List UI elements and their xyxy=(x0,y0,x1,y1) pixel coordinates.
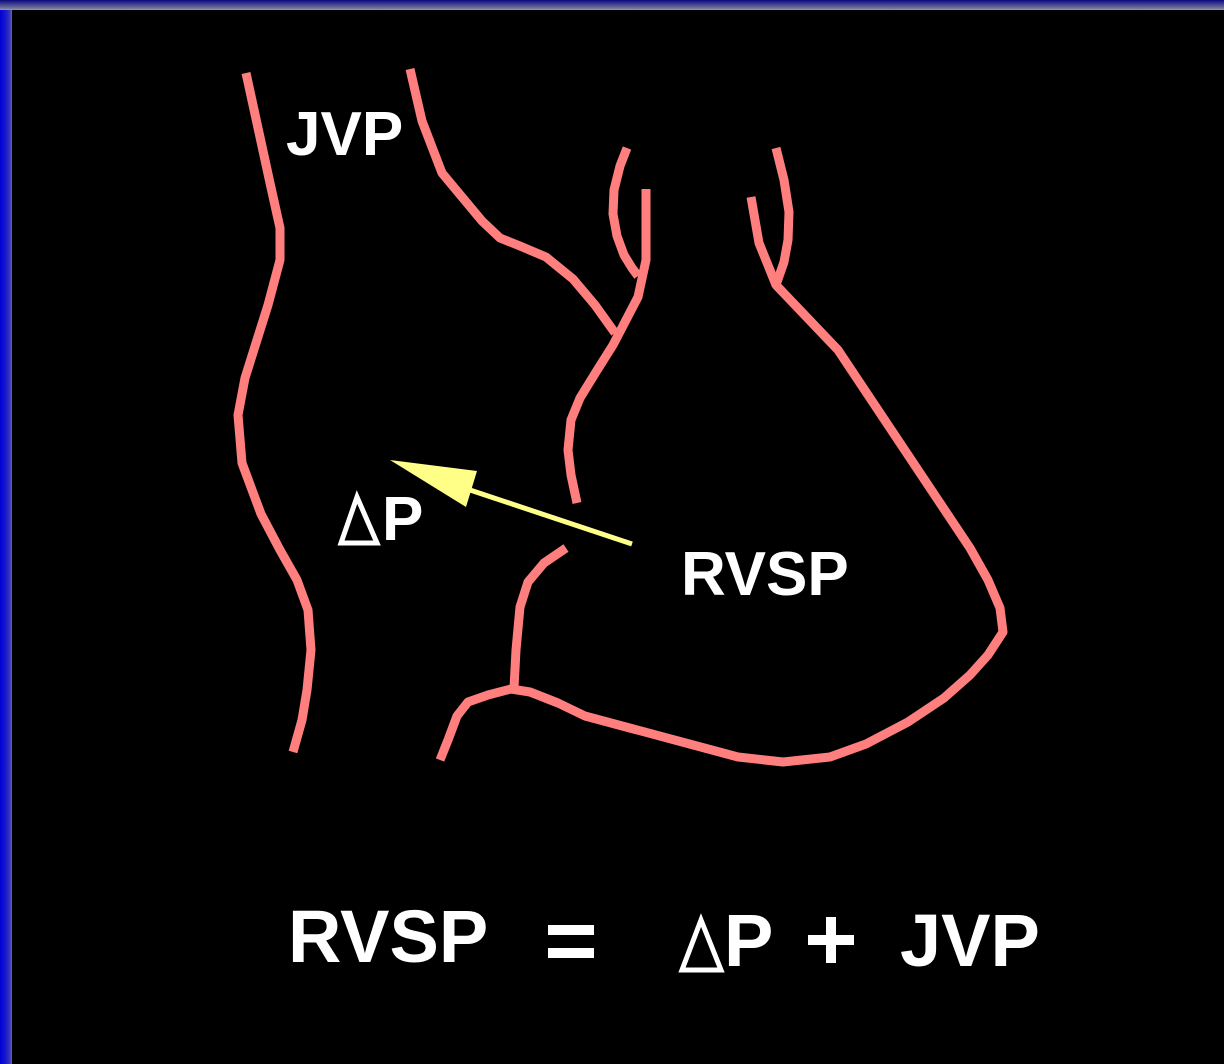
delta-p-label: P xyxy=(341,485,423,554)
rvsp-label: RVSP xyxy=(681,540,849,609)
heart-outline xyxy=(238,69,1003,762)
vena-cava-left-wall xyxy=(238,73,311,752)
right-ventricle-free-wall xyxy=(440,148,1003,762)
equation-rhs: JVP xyxy=(900,899,1040,982)
plus-vertical xyxy=(826,917,836,963)
delta-symbol xyxy=(341,497,377,543)
outflow-right-branch xyxy=(751,197,776,285)
equation-delta-symbol xyxy=(682,920,721,970)
equation-lhs: RVSP xyxy=(288,895,488,978)
equation-delta-p: P xyxy=(724,899,773,982)
ventricular-septum-lower xyxy=(514,548,566,688)
equation: RVSP P JVP xyxy=(288,895,1040,982)
pulmonary-trunk xyxy=(568,189,646,503)
arrow-shaft xyxy=(470,490,632,544)
atrium-upper-wall xyxy=(410,69,615,333)
delta-p-text: P xyxy=(382,485,423,554)
pulmonary-artery-left-branch xyxy=(613,148,638,276)
equals-bar-top xyxy=(548,925,594,935)
jvp-label: JVP xyxy=(286,100,403,169)
pressure-gradient-arrow xyxy=(390,460,632,544)
equals-bar-bottom xyxy=(548,948,594,958)
